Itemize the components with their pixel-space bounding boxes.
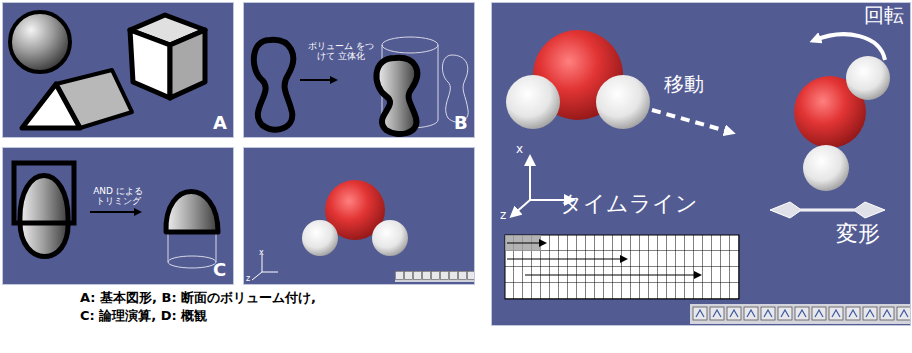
panel-letter: A [213, 113, 227, 134]
panel-letter: B [454, 113, 468, 134]
animation-panel: 回転移動 x z タイムライン変形 [491, 2, 911, 326]
caption-line: A: 基本図形, B: 断面のボリューム付け, [80, 289, 316, 307]
panel-letter: C [213, 260, 226, 281]
action-label: 移動 [664, 73, 704, 96]
panel-a: A [2, 2, 234, 138]
step-note: ボリューム をつけて 立体化 [306, 41, 376, 62]
axis-label: z [246, 274, 250, 283]
step-note: AND による トリミング [89, 186, 147, 207]
panel-c: AND による トリミング C [2, 147, 234, 285]
caption-line: C: 論理演算, D: 概観 [80, 307, 207, 325]
panel-b: ボリューム をつけて 立体化 B [243, 2, 475, 138]
axis-label: z [500, 209, 506, 223]
timeline-label: タイムライン [560, 191, 698, 216]
action-label: 変形 [836, 221, 880, 246]
axis-label: x [516, 143, 523, 157]
action-label: 回転 [864, 4, 904, 27]
axis-label: x [259, 248, 264, 257]
panel-d: xz [243, 147, 475, 285]
